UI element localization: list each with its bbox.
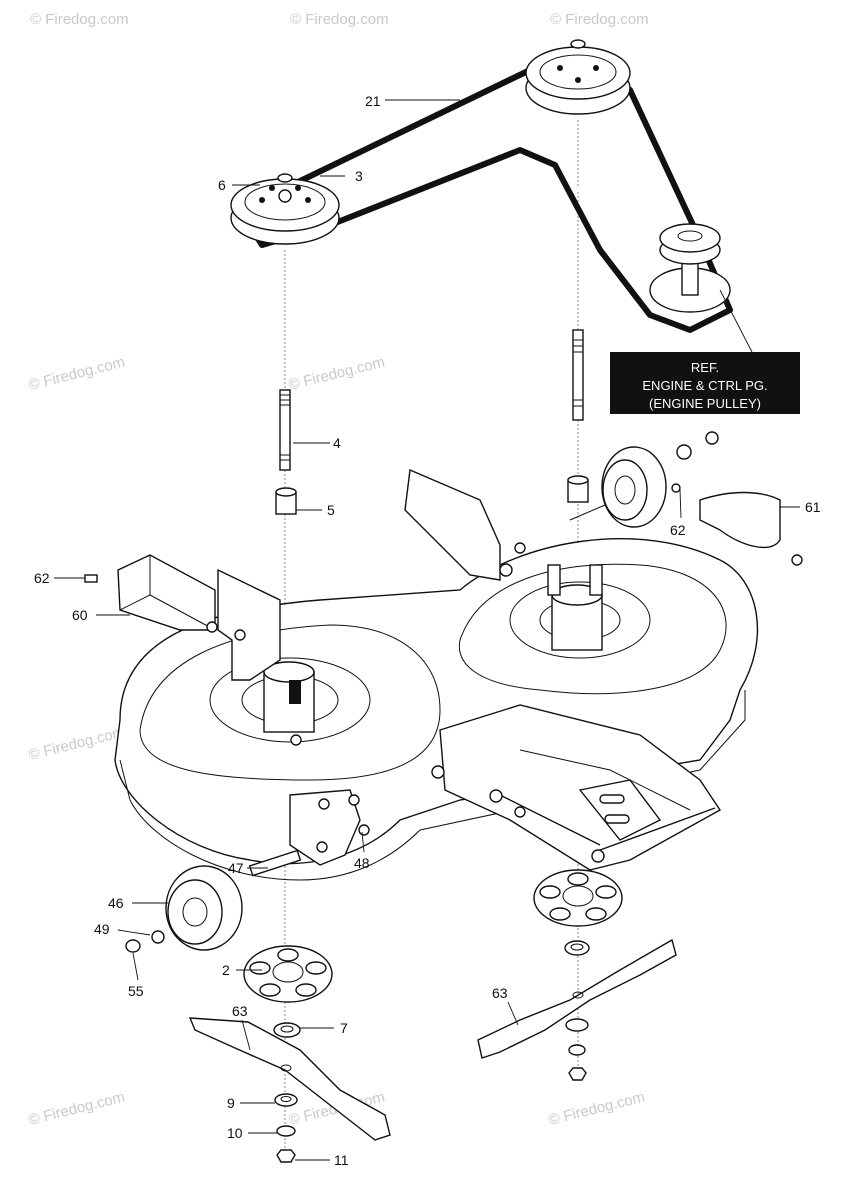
watermark: © Firedog.com	[287, 354, 387, 394]
callout-62: 62	[34, 570, 50, 586]
left-deck-bracket	[206, 568, 281, 681]
right-blade-adapter	[533, 869, 623, 927]
wheel-washer	[151, 930, 165, 944]
callout-3: 3	[355, 168, 363, 184]
callout-9: 9	[227, 1095, 235, 1111]
left-spindle-shaft	[279, 389, 291, 471]
callout-49: 49	[94, 921, 110, 937]
left-spindle-pulley	[230, 173, 340, 245]
rear-gauge-wheel	[569, 431, 719, 528]
engine-pulley	[649, 223, 731, 313]
right-blade-hardware	[564, 940, 590, 1081]
callout-55: 55	[128, 983, 144, 999]
engine-pulley-reference-box: REF. ENGINE & CTRL PG. (ENGINE PULLEY)	[610, 289, 800, 414]
front-hitch-bracket	[431, 704, 722, 871]
front-axle-bracket	[289, 789, 370, 866]
rear-bracket	[404, 468, 526, 581]
wheel-retainer-ring	[125, 939, 141, 953]
callout-61: 61	[805, 499, 821, 515]
callout-62: 62	[670, 522, 686, 538]
right-spindle-shaft	[572, 329, 584, 421]
callout-6: 6	[218, 177, 226, 193]
callout-11: 11	[334, 1152, 349, 1168]
callout-labels: 21 3 6 4 5 62 60 62 61 47 48 46 49 55 2 …	[34, 93, 821, 1168]
callout-4: 4	[333, 435, 341, 451]
left-blade-hardware	[273, 1022, 301, 1163]
right-spindle-pulley	[525, 39, 631, 115]
left-blade-adapter	[243, 945, 333, 1003]
watermark: © Firedog.com	[290, 11, 389, 28]
callout-10: 10	[227, 1125, 243, 1141]
right-mower-blade	[477, 938, 677, 1059]
ref-line-2: ENGINE & CTRL PG.	[642, 378, 767, 393]
leader-lines	[54, 99, 800, 1161]
callout-63: 63	[492, 985, 508, 1001]
callout-7: 7	[340, 1020, 348, 1036]
front-gauge-wheel	[165, 849, 302, 951]
watermark: © Firedog.com	[547, 1089, 647, 1129]
right-spindle-housing	[547, 564, 603, 651]
left-belt-guard	[117, 554, 216, 631]
right-spacer	[567, 475, 589, 503]
callout-46: 46	[108, 895, 124, 911]
watermark: © Firedog.com	[27, 724, 127, 764]
left-spacer	[275, 487, 297, 515]
callout-48: 48	[354, 855, 370, 871]
left-spindle-housing	[263, 661, 315, 746]
watermark: © Firedog.com	[27, 354, 127, 394]
callout-47: 47	[228, 860, 244, 876]
callout-60: 60	[72, 607, 88, 623]
callout-2: 2	[222, 962, 230, 978]
ref-line-1: REF.	[691, 360, 719, 375]
right-belt-guard	[699, 491, 803, 566]
watermark: © Firedog.com	[27, 1089, 127, 1129]
ref-line-3: (ENGINE PULLEY)	[649, 396, 761, 411]
callout-5: 5	[327, 502, 335, 518]
callout-21: 21	[365, 93, 381, 109]
left-mower-blade	[188, 1017, 391, 1141]
watermark: © Firedog.com	[550, 11, 649, 28]
guard-bolt	[84, 574, 98, 583]
watermark: © Firedog.com	[30, 11, 129, 28]
callout-63: 63	[232, 1003, 248, 1019]
